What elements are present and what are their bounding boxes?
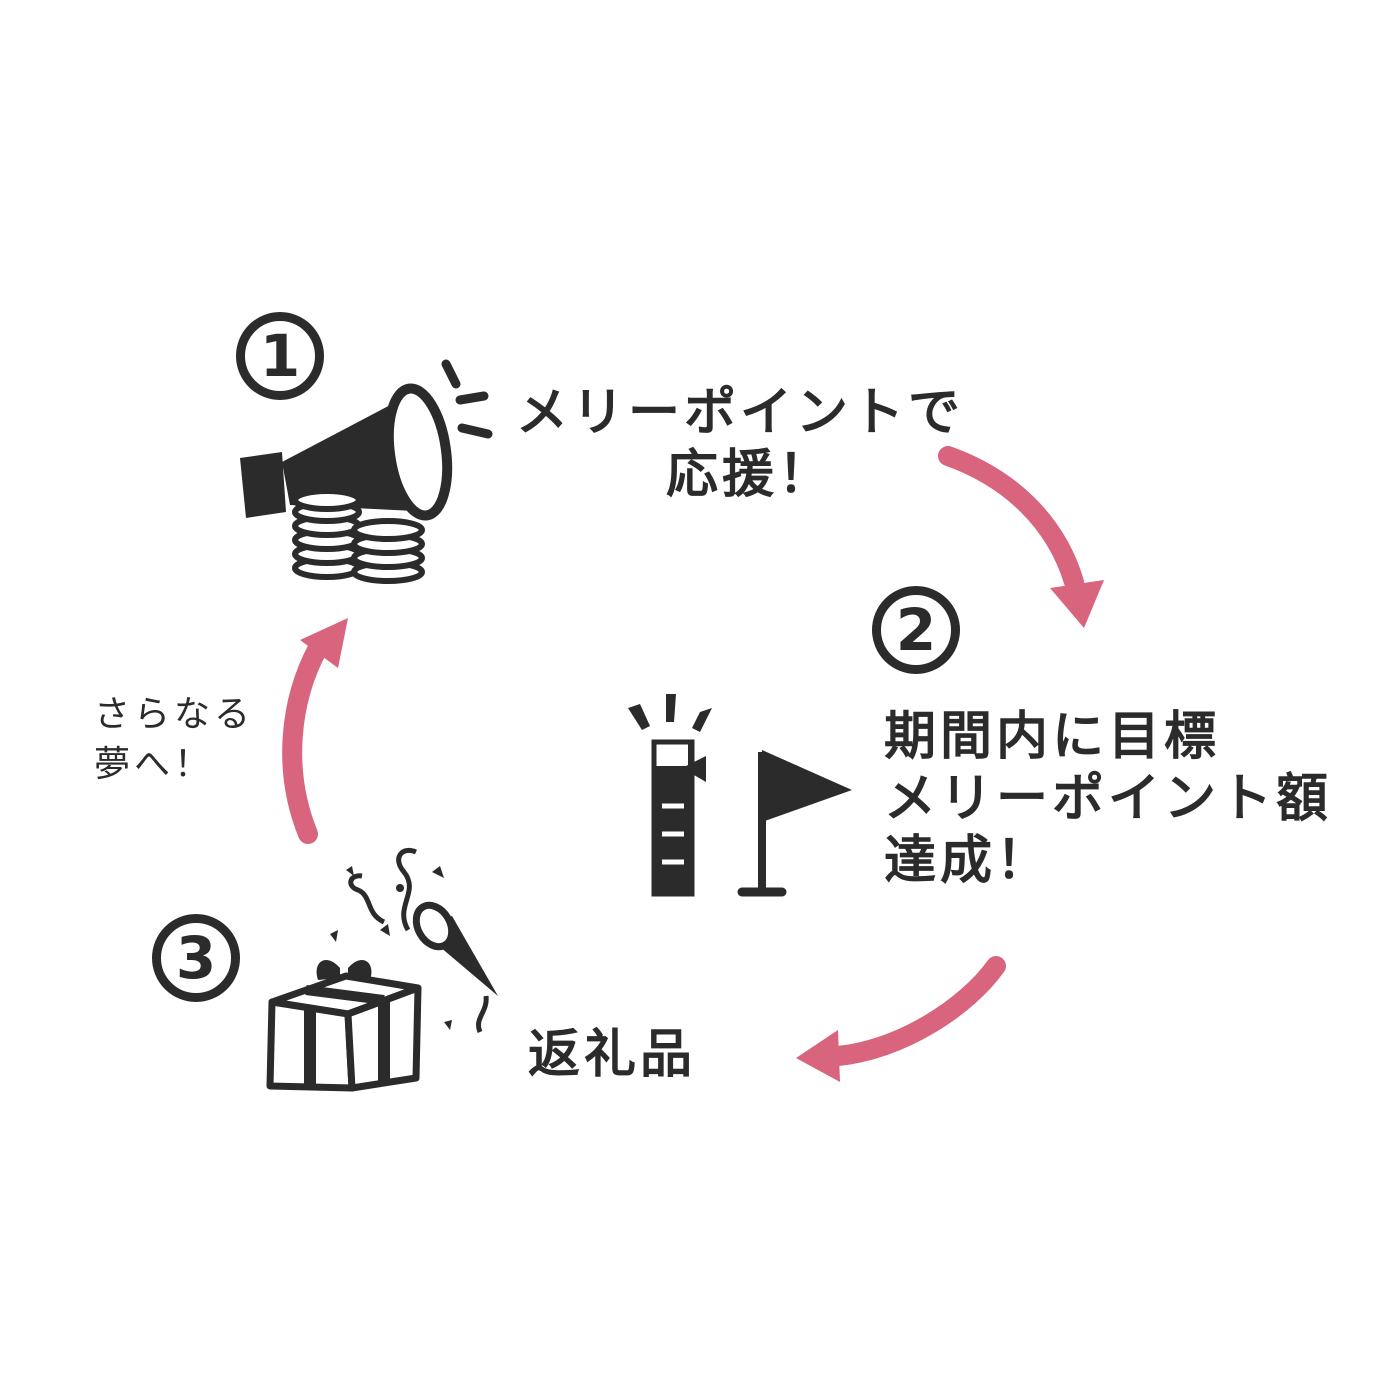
gauge-flag-icon [628,694,852,897]
return-note: さらなる 夢へ！ [94,690,254,790]
step-1-label-line-2: 応援！ [666,445,835,505]
return-note-line-2: 夢へ！ [94,744,215,785]
step-2-number: 2 [872,586,960,674]
step-2-label: 期間内に目標 メリーポイント額 達成！ [884,706,1332,892]
step-3-number: 3 [152,914,240,1002]
step-1-number: 1 [236,312,324,400]
step-3-label-line-1: 返礼品 [528,1025,697,1085]
step-1-label: メリーポイントで 応援！ [516,382,964,506]
step-3-label: 返礼品 [528,1024,696,1086]
arrow-1-to-2 [938,446,1104,628]
step-2-label-line-3: 達成！ [884,831,1053,891]
step-1-label-line-1: メリーポイントで [516,383,965,443]
step-2-label-line-1: 期間内に目標 [884,707,1221,767]
arrow-2-to-3 [796,956,1006,1082]
step-2-label-line-2: メリーポイント額 [884,769,1333,829]
megaphone-coins-icon [240,359,493,584]
return-note-line-1: さらなる [94,694,255,735]
gift-party-popper-icon [266,848,498,1092]
arrow-3-to-1 [282,618,348,844]
